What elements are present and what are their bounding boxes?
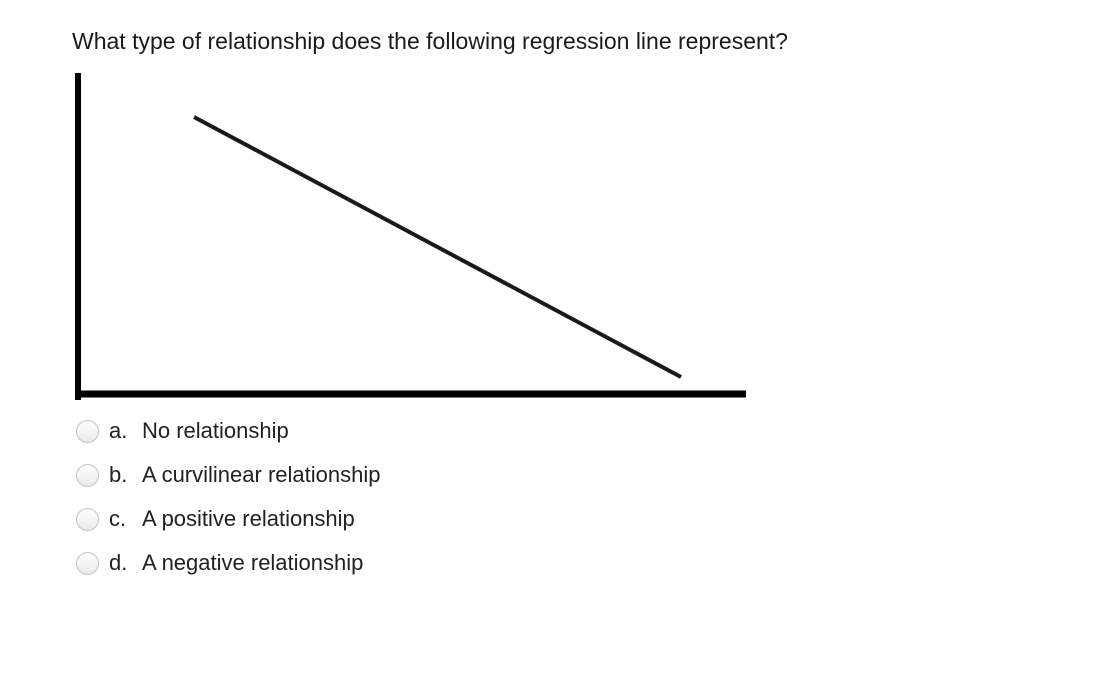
regression-line — [193, 115, 682, 379]
radio-option-d[interactable] — [76, 551, 99, 575]
option-label: A curvilinear relationship — [142, 462, 381, 487]
radio-option-c[interactable] — [76, 507, 99, 531]
question-title: What type of relationship does the follo… — [72, 28, 788, 54]
option-row-b[interactable]: b. A curvilinear relationship — [76, 453, 380, 497]
option-letter: b. — [109, 462, 128, 487]
radio-option-b[interactable] — [76, 463, 99, 487]
option-letter: a. — [109, 418, 128, 443]
option-label: No relationship — [142, 418, 289, 443]
option-label: A positive relationship — [142, 506, 355, 531]
answer-options: a. No relationship b. A curvilinear rela… — [76, 409, 380, 585]
option-label: A negative relationship — [142, 550, 364, 575]
option-row-a[interactable]: a. No relationship — [76, 409, 380, 453]
option-letter: d. — [109, 550, 128, 575]
option-row-d[interactable]: d. A negative relationship — [76, 541, 380, 585]
option-row-c[interactable]: c. A positive relationship — [76, 497, 380, 541]
option-letter: c. — [109, 506, 127, 531]
radio-option-a[interactable] — [76, 419, 99, 443]
